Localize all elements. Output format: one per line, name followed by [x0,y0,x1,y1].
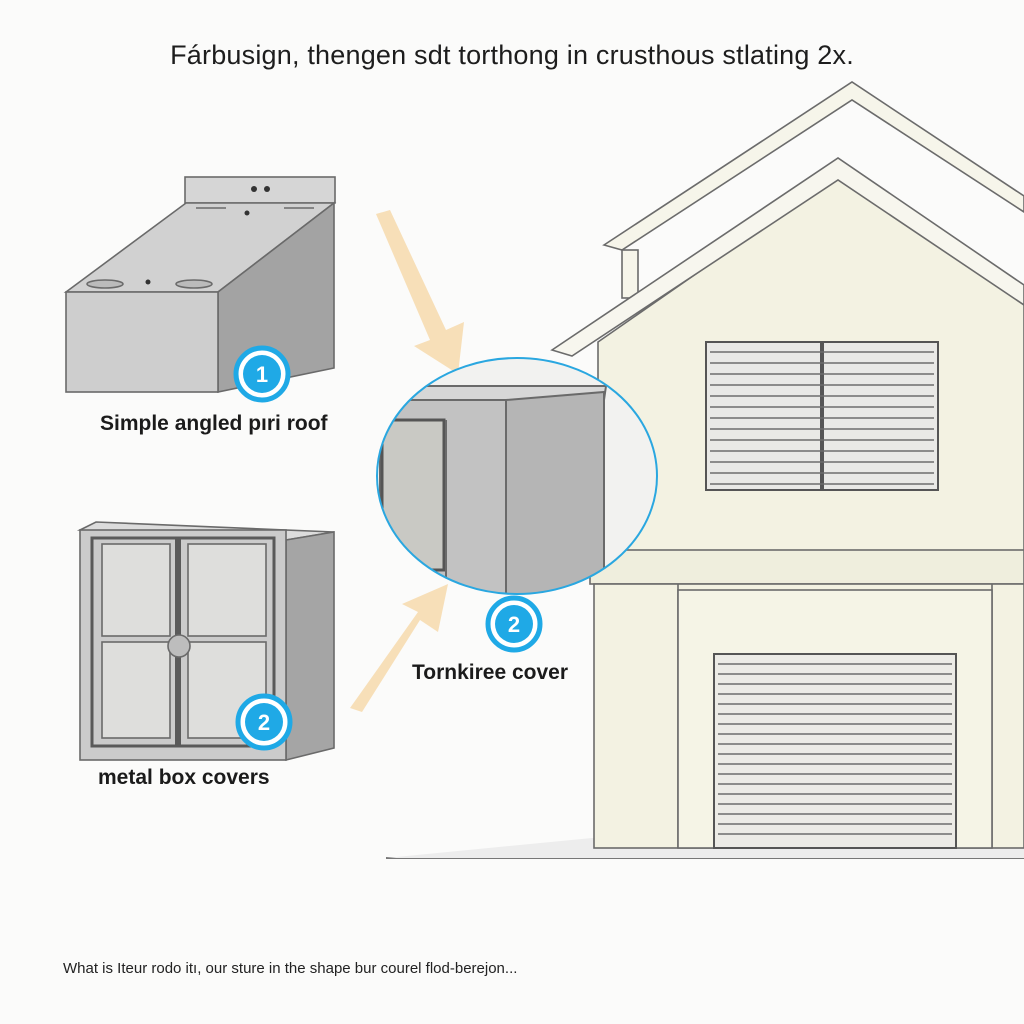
roof-box-bolt [251,186,257,192]
house-mid-band [589,549,1024,585]
magnifier-ring [376,357,658,595]
metal-box-pane [101,641,171,739]
roof-box-bolt [145,279,151,285]
garage-door-frame [713,653,957,849]
callout-badge-2-number: 2 [508,612,520,637]
page-title: Fárbusign, thengen sdt torthong in crust… [170,40,854,70]
arrow-bottom [350,584,448,712]
metal-box-pane [187,543,267,637]
roof-box-bolt [264,186,270,192]
callout-badge-2: 2 [485,595,543,653]
callout-badge-3: 2 [235,693,293,751]
arrows [350,210,464,712]
metal-box-cover [76,521,335,762]
front-roof [550,157,1024,357]
roof-box-back-plate [184,176,336,204]
callout-badge-1-number: 1 [256,362,268,387]
metal-box-side [285,531,335,762]
magnifier-detail [377,358,657,594]
garage-slats [718,663,952,835]
callout-label-cover: Tornkiree cover [412,661,569,684]
roof-box-vent-right [175,279,213,289]
upper-roof-support [621,249,639,299]
roof-box-front [65,291,219,393]
zoom-panel [380,418,446,572]
zoom-side [505,390,605,594]
angled-roof-box [63,176,337,393]
callout-label-metal-box: metal box covers [98,766,270,789]
callout-label-angled-roof: Simple angled pıri roof [100,412,328,435]
metal-box-knob [167,634,191,658]
callout-badge-1: 1 [233,345,291,403]
arrow-top [376,210,464,374]
house [386,81,1024,859]
metal-box-door-frame [90,536,276,748]
metal-box-pane [101,543,171,637]
footer-caption: What is Iteur rodo itı, our sture in the… [63,960,518,977]
window-slats [710,351,934,485]
roof-box-vent-left [86,279,124,289]
callout-badge-3-number: 2 [258,710,270,735]
roof-box-bolt [244,210,250,216]
